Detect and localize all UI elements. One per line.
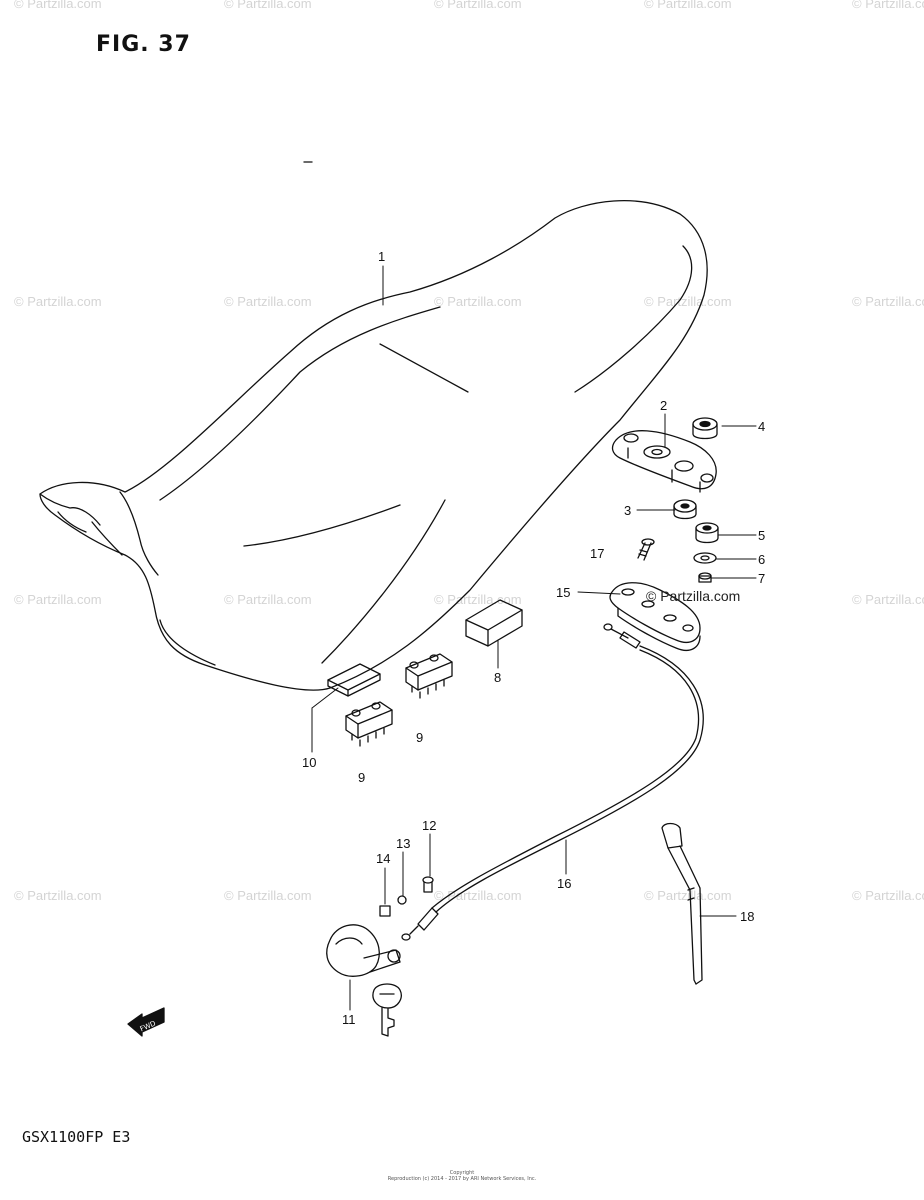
watermark: © Partzilla.com (434, 294, 522, 309)
part-label: 8 (494, 670, 501, 685)
part-label: 4 (758, 419, 765, 434)
part-label: 9 (416, 730, 423, 745)
lock-cable (401, 623, 704, 941)
cushion-rubber-lower (345, 701, 393, 747)
watermark: © Partzilla.com (434, 888, 522, 903)
cushion-top (692, 417, 718, 440)
part-label: 18 (740, 909, 754, 924)
screw (422, 876, 434, 893)
cushion (673, 499, 697, 520)
copyright-line: Copyright (449, 1170, 475, 1176)
watermark: © Partzilla.com (224, 592, 312, 607)
part-label: 3 (624, 503, 631, 518)
part-label: 7 (758, 571, 765, 586)
part-label: 12 (422, 818, 436, 833)
watermark: © Partzilla.com (224, 294, 312, 309)
part-label: 1 (378, 249, 385, 264)
watermark: © Partzilla.com (644, 888, 732, 903)
watermark: © Partzilla.com (224, 0, 312, 11)
seat-pad (327, 663, 381, 697)
part-label: 2 (660, 398, 667, 413)
cushion-block (465, 599, 523, 647)
part-label: 14 (376, 851, 390, 866)
washer (693, 552, 717, 564)
part-label: 17 (590, 546, 604, 561)
spacer-small (379, 905, 391, 917)
seat (39, 200, 708, 691)
part-labels: 1 2 3 4 5 6 7 8 9 9 10 11 12 13 14 15 16… (139, 249, 765, 1033)
washer-small (397, 895, 407, 905)
lock-bracket (609, 582, 701, 651)
part-label: 6 (758, 552, 765, 567)
copyright-line: Reproduction (c) 2014 - 2017 by ARI Netw… (387, 1176, 537, 1182)
figure-title: FIG. 37 (96, 32, 191, 57)
part-label: 16 (557, 876, 571, 891)
watermark: © Partzilla.com (852, 294, 924, 309)
cushion-rubber (405, 653, 453, 699)
part-label: 10 (302, 755, 316, 770)
nut (698, 572, 712, 583)
watermark: © Partzilla.com (14, 294, 102, 309)
watermark: © Partzilla.com (852, 0, 924, 11)
bolt (637, 538, 655, 561)
watermark: © Partzilla.com (852, 592, 924, 607)
watermark: © Partzilla.com (434, 0, 522, 11)
model-code: GSX1100FP E3 (22, 1128, 131, 1146)
seat-plate (611, 430, 717, 493)
watermark: © Partzilla.com (644, 0, 732, 11)
watermark: © Partzilla.com (14, 592, 102, 607)
spacer (695, 522, 719, 544)
part-label: 9 (358, 770, 365, 785)
watermark: © Partzilla.com (224, 888, 312, 903)
watermark: © Partzilla.com (14, 888, 102, 903)
copyright-footer: Copyright Reproduction (c) 2014 - 2017 b… (0, 1170, 924, 1182)
watermark: © Partzilla.com (14, 0, 102, 11)
seat-lock (326, 924, 402, 1037)
inline-watermark: © Partzilla.com (646, 588, 741, 604)
part-label: 13 (396, 836, 410, 851)
watermark: © Partzilla.com (852, 888, 924, 903)
part-label: 11 (342, 1012, 356, 1027)
watermark: © Partzilla.com (644, 294, 732, 309)
part-label: 5 (758, 528, 765, 543)
fwd-arrow-icon (127, 1007, 165, 1037)
helmet-holder-wire (661, 822, 703, 985)
part-label: 15 (556, 585, 570, 600)
